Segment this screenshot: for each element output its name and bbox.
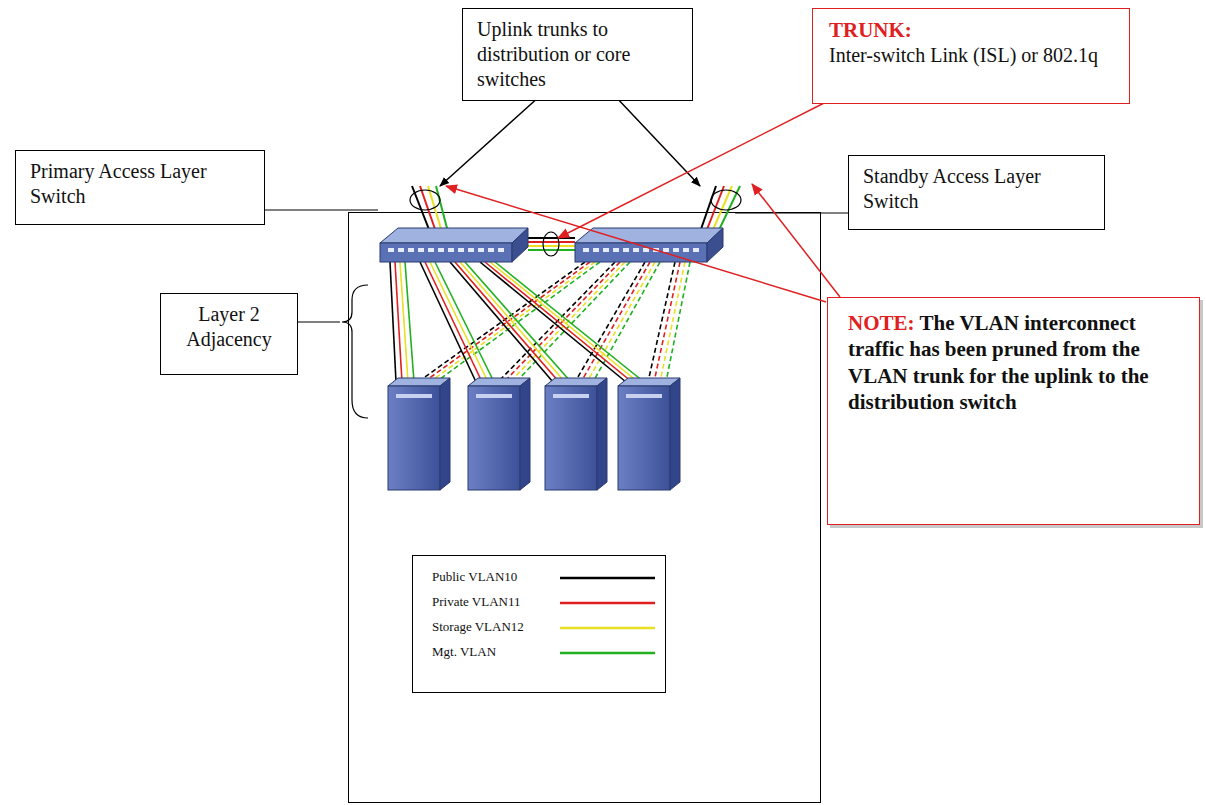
trunk-ellipse — [543, 232, 559, 256]
legend-text: Mgt. VLAN — [432, 644, 496, 660]
label-text: Layer 2 Adjacency — [169, 302, 289, 352]
legend-line — [560, 602, 655, 605]
leader-line — [265, 210, 378, 211]
callout-arrow — [752, 184, 840, 297]
label-text: Uplink trunks to distribution or core sw… — [477, 17, 678, 92]
label-text: Primary Access Layer Switch — [30, 159, 250, 209]
callout-arrow — [446, 186, 826, 302]
label-text: Standby Access Layer Switch — [863, 164, 1090, 214]
callout-arrow — [558, 100, 830, 238]
rack-outline — [349, 213, 821, 803]
legend-line — [560, 577, 655, 580]
curly-brace — [342, 285, 368, 418]
note-callout: NOTE: The VLAN interconnect traffic has … — [827, 297, 1200, 525]
vlan-wires — [390, 262, 690, 382]
legend-text: Storage VLAN12 — [432, 619, 524, 635]
label-text: Inter-switch Link (ISL) or 802.1q — [829, 43, 1113, 68]
leader-line — [735, 213, 848, 214]
servers — [388, 378, 680, 490]
callout-box: Uplink trunks to distribution or core sw… — [462, 8, 693, 101]
adjacency-label-box: Layer 2 Adjacency — [160, 293, 298, 375]
callout-heading: NOTE: — [848, 311, 915, 335]
standby-switch — [575, 228, 723, 262]
switch-label-box: Standby Access Layer Switch — [848, 155, 1105, 230]
trunk-ellipse — [410, 190, 440, 210]
trunk-ellipse — [711, 190, 741, 210]
callout-heading: TRUNK: — [829, 17, 1113, 43]
leader-line — [298, 322, 340, 323]
legend-text: Public VLAN10 — [432, 569, 517, 585]
legend-frame — [413, 556, 666, 693]
trunk-callout: TRUNK:Inter-switch Link (ISL) or 802.1q — [812, 8, 1130, 104]
inter-switch-link — [528, 238, 575, 250]
legend-text: Private VLAN11 — [432, 594, 520, 610]
legend-line — [560, 627, 655, 630]
legend-line — [560, 652, 655, 655]
switch-label-box: Primary Access Layer Switch — [15, 150, 265, 225]
pointer-arrow — [440, 96, 540, 186]
primary-switch — [380, 228, 528, 262]
